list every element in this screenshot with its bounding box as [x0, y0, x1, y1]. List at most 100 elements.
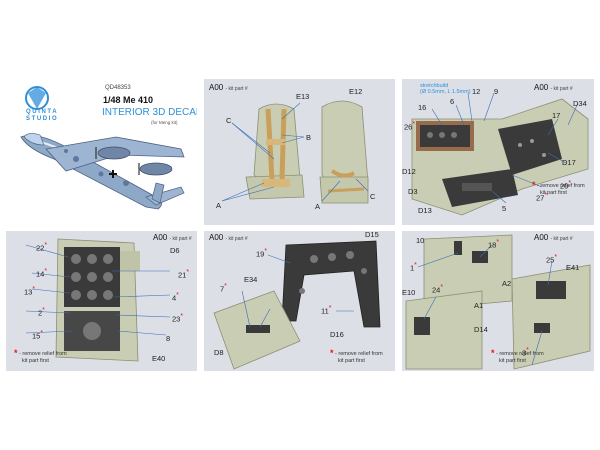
- callout-22: 22*: [36, 242, 47, 252]
- relief-star-icon: *: [554, 254, 558, 261]
- callout-b: B: [306, 133, 312, 142]
- kit-part-code: A00: [534, 233, 549, 242]
- callout-21-text: 21: [178, 270, 187, 280]
- relief-star-icon: *: [440, 284, 444, 291]
- panel-gunsight: A00 - kit part # D15 19* 7* E34 11* D16 …: [204, 231, 395, 371]
- callout-2: 2*: [38, 307, 45, 317]
- kit-part-header: A00 - kit part #: [209, 234, 248, 242]
- callout-d15: D15: [365, 231, 379, 239]
- callout-20: 20*: [560, 180, 571, 190]
- stretch-line1: stretchbuild: [420, 83, 449, 89]
- callout-27-text: 27: [536, 193, 545, 203]
- panel-seats: A00 - kit part # E13: [204, 79, 395, 225]
- relief-star-icon: *: [14, 348, 18, 358]
- relief-star-icon: *: [186, 269, 190, 276]
- product-title: INTERIOR 3D DECAL: [102, 107, 197, 118]
- relief-star-icon: *: [544, 192, 548, 199]
- relief-line2: kit part first: [338, 358, 365, 365]
- relief-star-icon: *: [176, 292, 179, 299]
- callout-14: 14*: [36, 268, 47, 278]
- callout-24: 24*: [432, 284, 443, 294]
- instrument-panel-illustration: [25, 238, 171, 362]
- relief-star-icon: *: [414, 262, 417, 269]
- relief-star-icon: *: [180, 313, 184, 320]
- relief-star-icon: *: [224, 283, 227, 290]
- kit-part-code: A00: [153, 233, 168, 242]
- sidewall-illustration: [405, 234, 591, 370]
- relief-line1: - remove relief from: [19, 351, 67, 357]
- callout-d16: D16: [330, 330, 344, 339]
- relief-star-icon: *: [568, 180, 572, 187]
- callout-d17: D17: [562, 158, 576, 167]
- kit-part-code: A00: [209, 83, 224, 92]
- callout-18: 18*: [488, 239, 499, 249]
- relief-line1: - remove relief from: [496, 351, 544, 357]
- brand-line2: STUDIO: [26, 116, 59, 122]
- relief-star-icon: *: [264, 248, 268, 255]
- callout-14-text: 14: [36, 269, 45, 279]
- panel-sidewalls: A00 - kit part # 10 18* 1* 25* E41 A2 24…: [402, 231, 594, 371]
- relief-star-icon: *: [532, 180, 536, 190]
- kit-part-code: A00: [209, 233, 224, 242]
- relief-star-icon: *: [491, 348, 495, 358]
- panel-title: QUINTA STUDIO QD48353 1/48 Me 410 INTERI…: [6, 79, 197, 225]
- callout-9: 9: [494, 87, 499, 96]
- relief-star-icon: *: [496, 239, 500, 246]
- kit-part-header: A00 - kit part #: [534, 84, 573, 92]
- relief-star-icon: *: [44, 268, 48, 275]
- kit-part-header: A00 - kit part #: [209, 84, 248, 92]
- callout-24-text: 24: [432, 285, 441, 295]
- callout-1-text: 1: [410, 263, 415, 273]
- stretchbuild-note: stretchbuild (Ø 0.5mm, L 1.5mm): [420, 83, 471, 96]
- callout-5: 5: [502, 204, 507, 213]
- callout-27: 27*: [536, 192, 547, 202]
- callout-26-text: 26: [404, 122, 413, 132]
- callout-a: A: [216, 201, 222, 210]
- callout-1: 1*: [410, 262, 417, 272]
- panel-instrument: A00 - kit part # D6 22* 21* 14* 13*: [6, 231, 197, 371]
- relief-star-icon: *: [42, 307, 45, 314]
- callout-4-text: 4: [172, 293, 177, 303]
- callout-a2: A2: [502, 279, 512, 288]
- aircraft-illustration: [20, 133, 185, 210]
- relief-line1: - remove relief from: [537, 183, 585, 189]
- relief-note-panel3: * - remove relief from kit part first: [532, 180, 585, 197]
- kit-part-suffix: - kit part #: [550, 236, 573, 242]
- callout-d13: D13: [418, 206, 432, 215]
- callout-20-text: 20: [560, 181, 569, 191]
- panel-consoles: A00 - kit part # stretchbuild (Ø 0.5mm, …: [402, 79, 594, 225]
- gunsight-illustration: [213, 240, 381, 370]
- callout-15-text: 15: [32, 331, 41, 341]
- relief-star-icon: *: [330, 348, 334, 358]
- brand-logo-icon: [25, 86, 49, 110]
- callout-7: 7*: [220, 283, 227, 293]
- callout-d3: D3: [408, 187, 418, 196]
- relief-star-icon: *: [526, 347, 529, 354]
- relief-line2: kit part first: [22, 358, 49, 365]
- callout-d6: D6: [170, 246, 180, 255]
- relief-star-icon: *: [40, 330, 44, 337]
- callout-17: 17: [552, 111, 561, 120]
- relief-note-panel5: * - remove relief from kit part first: [330, 348, 383, 365]
- callout-4: 4*: [172, 292, 179, 302]
- kit-part-suffix: - kit part #: [169, 236, 192, 242]
- callout-e13: E13: [296, 92, 310, 101]
- callout-19: 19*: [256, 248, 267, 258]
- callout-e41: E41: [566, 263, 580, 272]
- callout-22-text: 22: [36, 243, 45, 253]
- callout-3: 3*: [522, 347, 529, 357]
- callout-e10: E10: [402, 288, 416, 297]
- callout-2-text: 2: [38, 308, 43, 318]
- callout-11: 11*: [321, 305, 332, 315]
- product-code: QD48353: [105, 85, 131, 91]
- callout-d8: D8: [214, 348, 224, 357]
- callout-25: 25*: [546, 254, 557, 264]
- relief-star-icon: *: [412, 121, 416, 128]
- callout-c2: C: [370, 192, 376, 201]
- relief-star-icon: *: [32, 286, 36, 293]
- callout-8: 8: [166, 334, 171, 343]
- callout-15: 15*: [32, 330, 43, 340]
- callout-16: 16: [418, 103, 427, 112]
- relief-line2: kit part first: [499, 358, 526, 365]
